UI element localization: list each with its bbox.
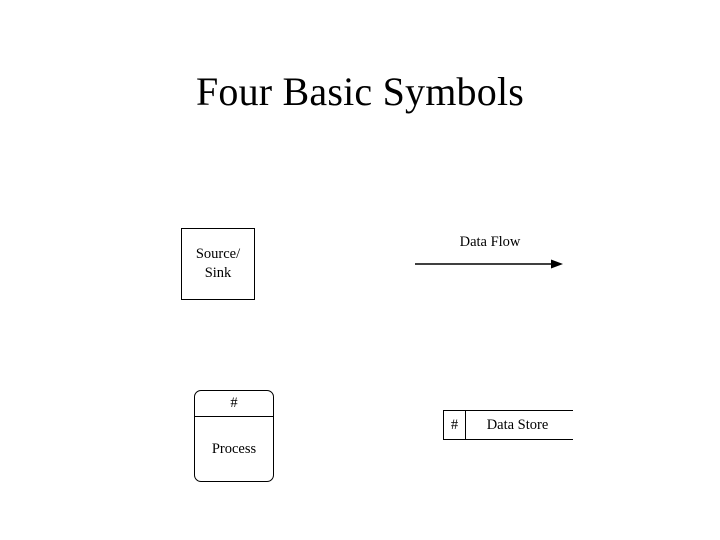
source-sink-symbol: Source/ Sink <box>181 228 255 300</box>
data-store-number: # <box>444 411 466 439</box>
source-sink-label-line1: Source/ <box>195 246 241 263</box>
process-symbol: # Process <box>194 390 274 482</box>
data-store-name: Data Store <box>486 416 549 433</box>
process-name: Process <box>211 441 257 457</box>
data-store-symbol: # Data Store <box>443 410 573 440</box>
data-flow-arrow-icon <box>415 259 563 269</box>
source-sink-label: Source/ Sink <box>196 245 240 282</box>
data-flow-label: Data Flow <box>459 234 521 250</box>
source-sink-label-line2: Sink <box>204 265 232 281</box>
page-title: Four Basic Symbols <box>195 69 525 114</box>
process-number: # <box>195 391 273 417</box>
